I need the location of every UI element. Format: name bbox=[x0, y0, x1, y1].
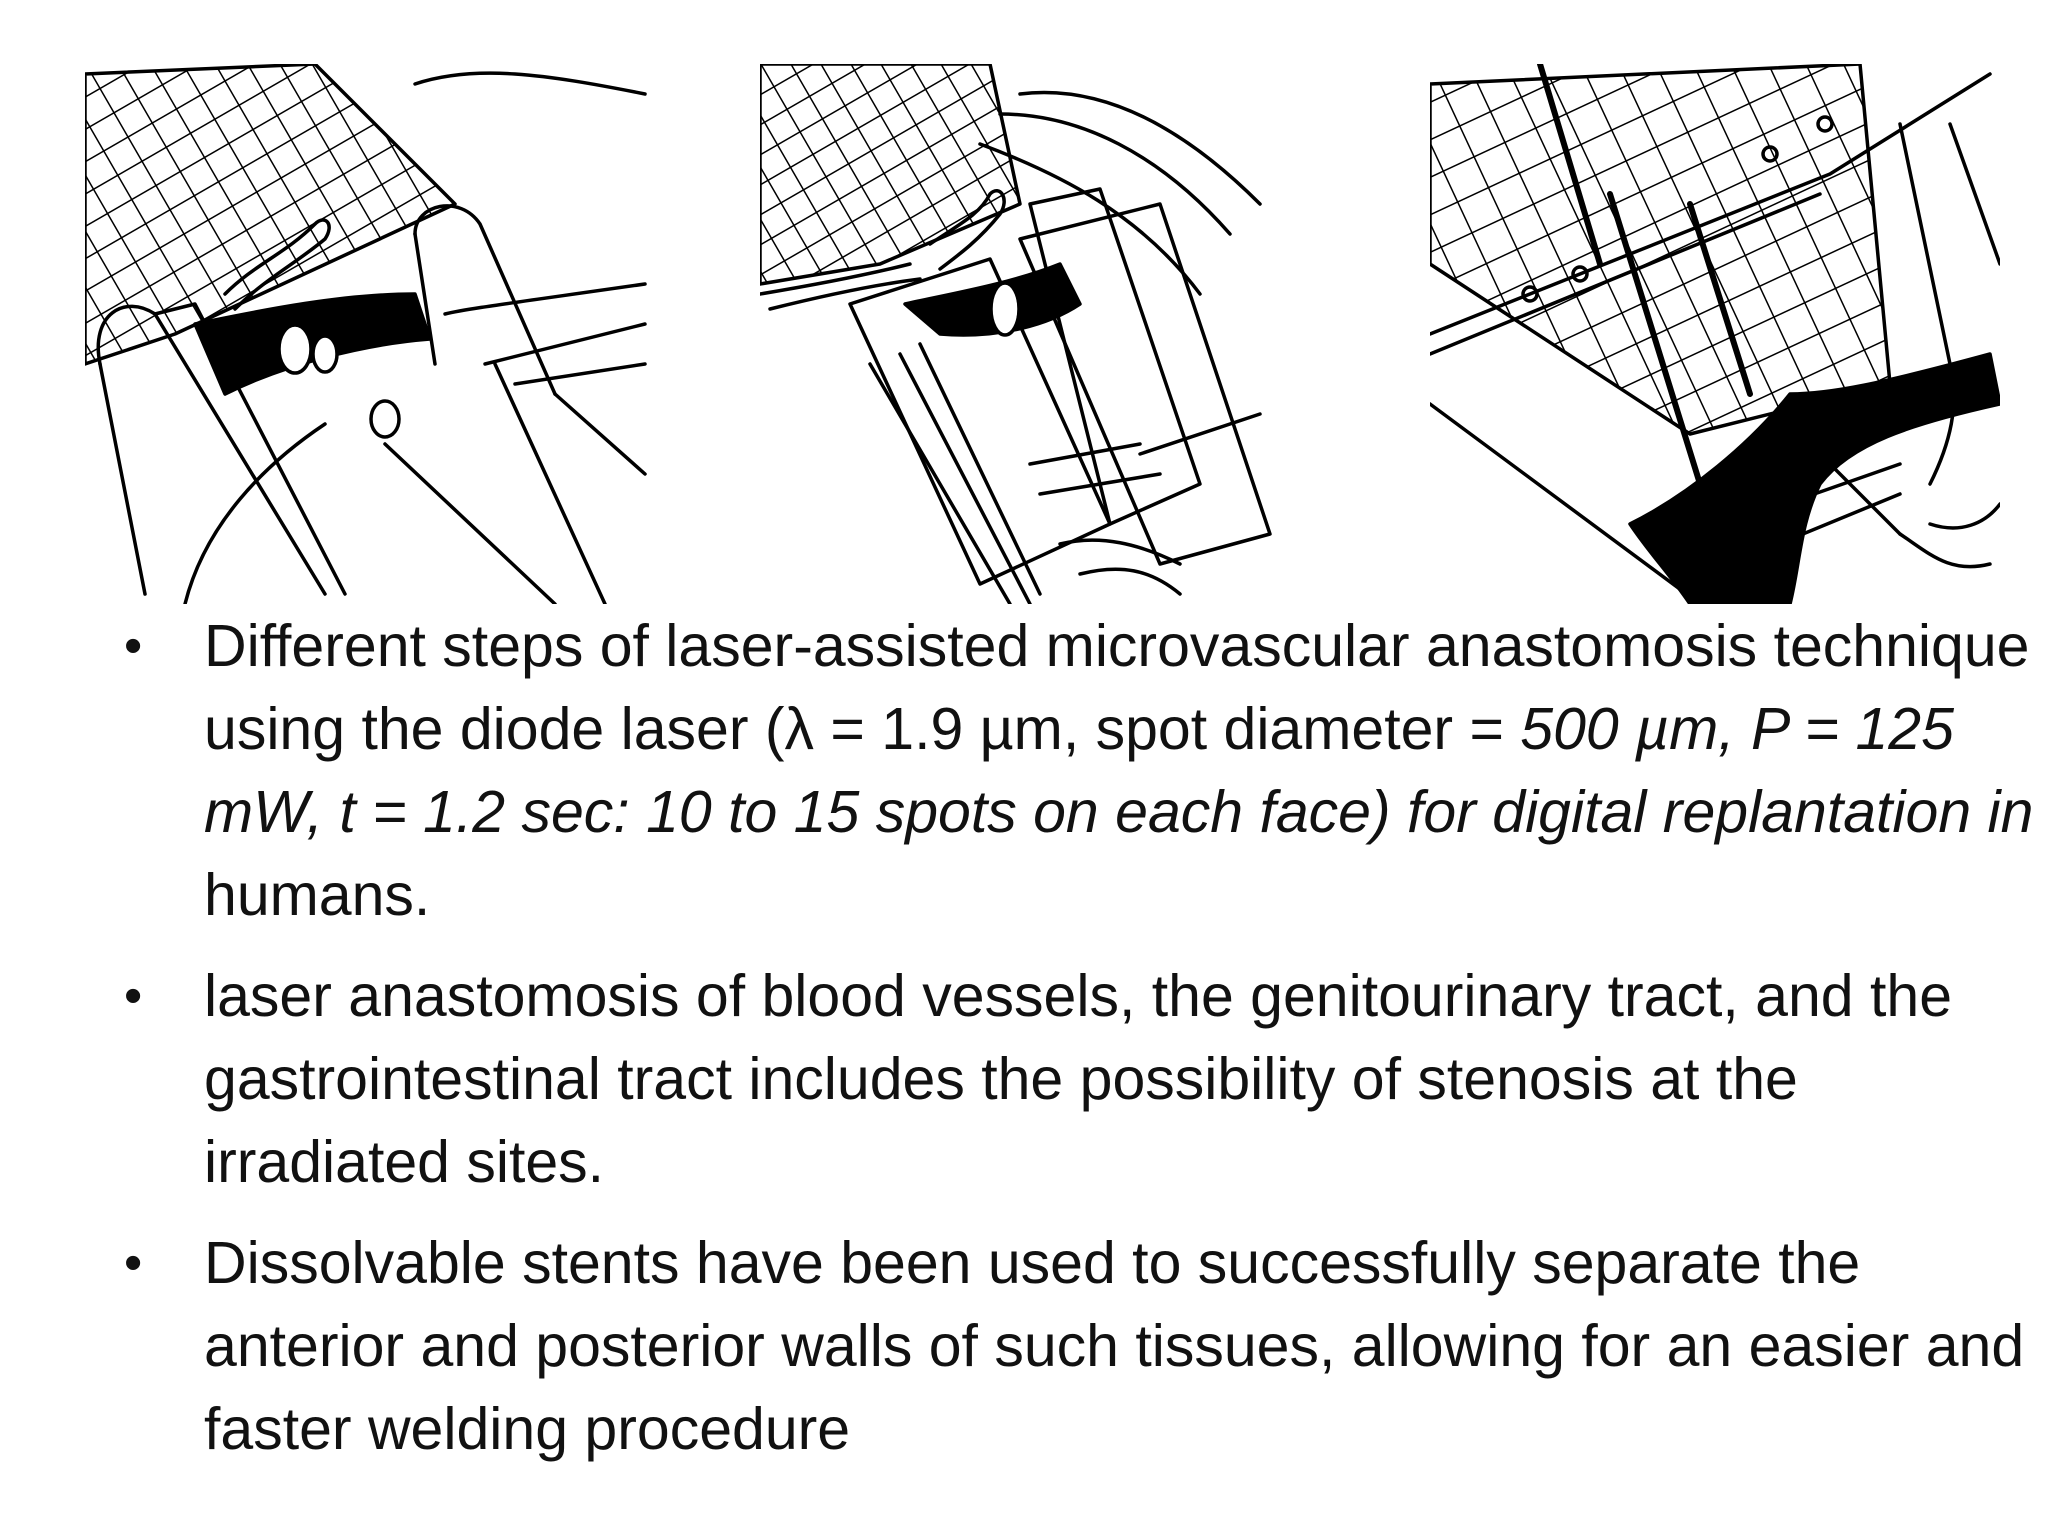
bullet-text: laser anastomosis of blood vessels, the … bbox=[204, 963, 1953, 1195]
bullet-list: • Different steps of laser-assisted micr… bbox=[118, 605, 2033, 1489]
bullet-text-italic: 500 µm, P = 125 mW, t = 1.2 sec: 10 to 1… bbox=[204, 696, 2034, 845]
bullet-marker: • bbox=[124, 617, 143, 675]
step-3-illustration bbox=[1430, 64, 2000, 604]
bullet-text-part: Different steps of laser-assisted microv… bbox=[204, 613, 2030, 762]
step-1-illustration bbox=[85, 64, 650, 604]
bullet-text-part: humans. bbox=[204, 862, 431, 928]
bullet-item-laser-steps: • Different steps of laser-assisted micr… bbox=[118, 605, 2034, 937]
bullet-text: Dissolvable stents have been used to suc… bbox=[204, 1230, 2025, 1462]
bullet-item-stenosis: • laser anastomosis of blood vessels, th… bbox=[118, 955, 2034, 1204]
illustration-row bbox=[0, 64, 2048, 604]
bullet-item-stents: • Dissolvable stents have been used to s… bbox=[118, 1222, 2034, 1471]
bullet-marker: • bbox=[124, 1234, 143, 1292]
bullet-marker: • bbox=[124, 967, 143, 1025]
step-2-illustration bbox=[760, 64, 1320, 604]
